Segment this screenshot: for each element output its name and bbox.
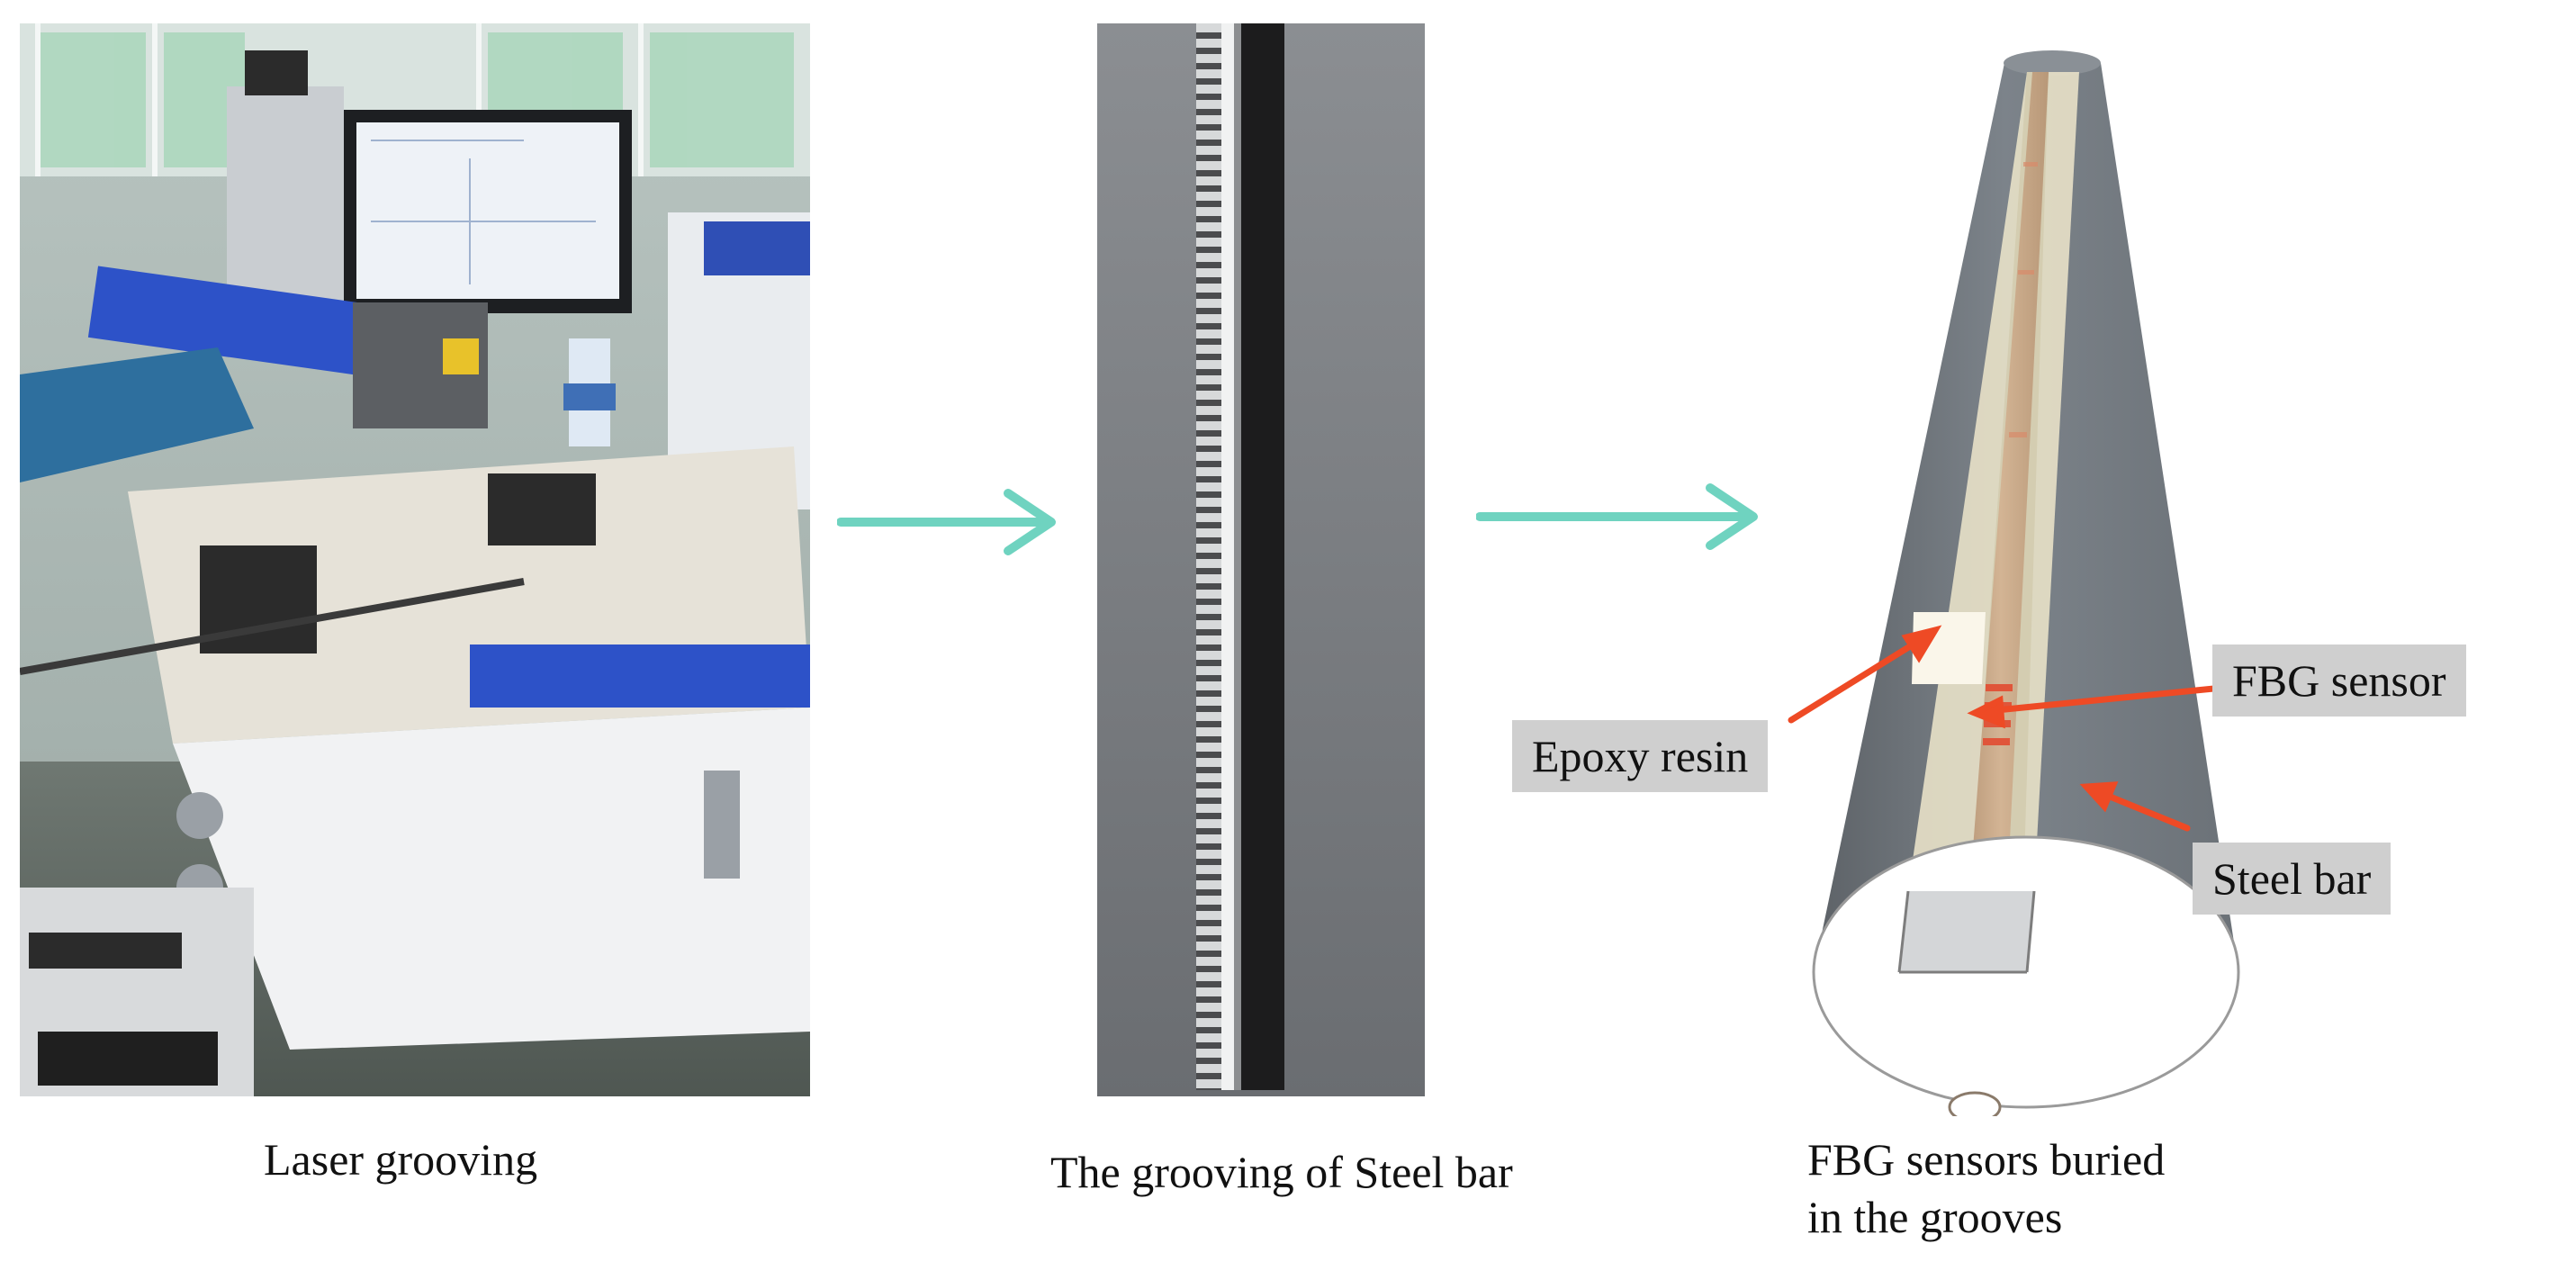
laser-grooving-photo bbox=[20, 23, 810, 1096]
caption-fbg-buried: FBG sensors buried in the grooves bbox=[1807, 1134, 2166, 1242]
caption-grooving-steel-bar: The grooving of Steel bar bbox=[1050, 1147, 1513, 1197]
fbg-embedding-diagram bbox=[1791, 36, 2259, 1116]
fbg-sensor-label: FBG sensor bbox=[2212, 645, 2466, 717]
callout-arrows bbox=[1788, 625, 2263, 832]
arrow-right-icon bbox=[1476, 483, 1758, 550]
arrow-right-icon bbox=[837, 489, 1056, 555]
caption-laser-grooving: Laser grooving bbox=[264, 1134, 538, 1185]
epoxy-resin-label: Epoxy resin bbox=[1512, 720, 1769, 792]
grooved-steel-bar-photo bbox=[1097, 23, 1425, 1096]
steel-bar-label: Steel bar bbox=[2193, 843, 2391, 915]
